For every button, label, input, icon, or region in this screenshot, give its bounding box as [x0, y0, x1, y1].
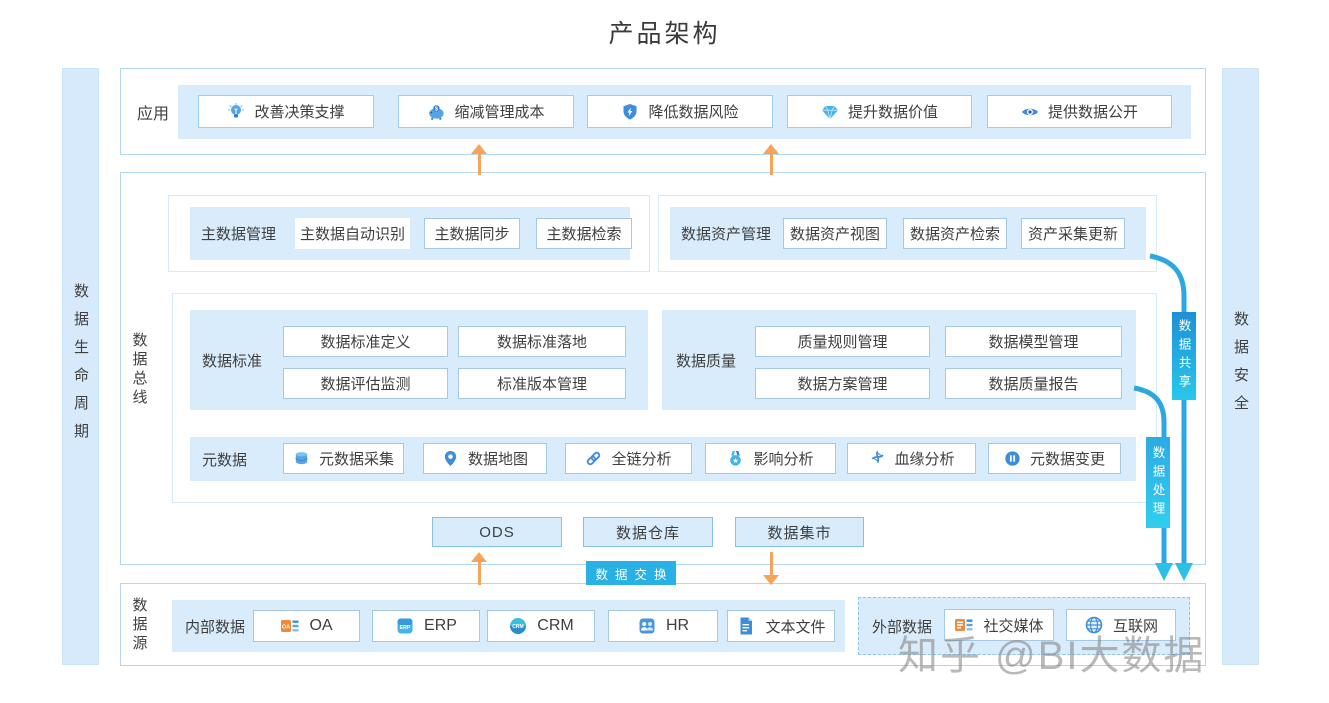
social-media-box: 社交媒体 [944, 609, 1054, 641]
down-arrow-bottom [763, 552, 779, 585]
ods-box: ODS [432, 517, 562, 547]
data-map-box: 数据地图 [423, 443, 547, 474]
metadata-collect-box: 元数据采集 [283, 443, 404, 474]
svg-text:OA: OA [282, 625, 290, 631]
data-exchange-badge: 数据交换 [586, 561, 676, 585]
external-data-label: 外部数据 [872, 618, 933, 636]
increase-data-value-button: 提升数据价值 [787, 95, 972, 128]
svg-text:$: $ [435, 106, 438, 112]
master-data-label: 主数据管理 [201, 226, 277, 243]
data-security-bar: 数据安全 [1222, 68, 1259, 665]
map-pin-icon [444, 450, 457, 467]
data-plan-box: 数据方案管理 [755, 368, 930, 399]
share-arrowhead [1175, 563, 1193, 581]
metadata-label: 元数据 [202, 451, 248, 469]
reduce-management-cost-button: $ 缩减管理成本 [398, 95, 574, 128]
asset-collect-update-box: 资产采集更新 [1021, 218, 1125, 249]
lightbulb-icon [228, 102, 245, 117]
svg-text:★: ★ [733, 456, 739, 465]
svg-text:CRM: CRM [513, 624, 524, 630]
crm-icon: CRM [510, 618, 527, 634]
standard-version-box: 标准版本管理 [458, 368, 626, 399]
oa-icon: OA [281, 620, 299, 632]
master-search-box: 主数据检索 [536, 218, 632, 249]
text-file-icon [740, 617, 753, 635]
quality-rule-box: 质量规则管理 [755, 326, 930, 357]
standard-landing-box: 数据标准落地 [458, 326, 626, 357]
metadata-change-box: 元数据变更 [988, 443, 1121, 474]
lineage-analysis-box: 血缘分析 [847, 443, 976, 474]
internal-data-label: 内部数据 [185, 618, 246, 636]
hr-box: HR [608, 610, 718, 642]
asset-view-box: 数据资产视图 [783, 218, 887, 249]
data-lifecycle-label: 数据生命周期 [72, 282, 89, 451]
impact-analysis-box: ★ 影响分析 [705, 443, 836, 474]
data-mart-box: 数据集市 [735, 517, 864, 547]
hr-icon [639, 618, 655, 634]
svg-text:ERP: ERP [400, 625, 411, 631]
dna-icon [871, 450, 885, 464]
data-warehouse-box: 数据仓库 [583, 517, 713, 547]
text-file-box: 文本文件 [727, 610, 835, 642]
erp-box: ERP ERP [372, 610, 480, 642]
pause-circle-icon [1005, 451, 1020, 466]
standard-define-box: 数据标准定义 [283, 326, 448, 357]
master-auto-identify-box: 主数据自动识别 [295, 218, 410, 249]
internet-box: 互联网 [1066, 609, 1176, 641]
application-label: 应用 [137, 106, 170, 123]
globe-icon [1085, 616, 1103, 634]
data-process-flow-badge: 数据处理 [1146, 437, 1170, 528]
app-item-label: 提升数据价值 [847, 104, 938, 121]
data-quality-label: 数据质量 [676, 352, 737, 370]
data-standard-label: 数据标准 [202, 352, 263, 370]
medal-icon: ★ [730, 450, 742, 466]
app-item-label: 降低数据风险 [648, 104, 739, 121]
crm-box: CRM CRM [487, 610, 595, 642]
watermark: 知乎 @BI大数据 [898, 634, 1206, 678]
chain-link-icon [587, 451, 601, 466]
data-bus-label: 数据总线 [130, 332, 148, 408]
standard-evaluate-box: 数据评估监测 [283, 368, 448, 399]
master-sync-box: 主数据同步 [424, 218, 520, 249]
asset-search-box: 数据资产检索 [903, 218, 1007, 249]
page-title: 产品架构 [608, 20, 721, 48]
shield-lightning-icon [623, 103, 637, 119]
data-security-label: 数据安全 [1232, 310, 1249, 423]
improve-decision-support-button: 改善决策支撑 [198, 95, 374, 128]
data-lifecycle-bar: 数据生命周期 [62, 68, 99, 665]
piggy-bank-icon: $ [429, 104, 445, 120]
data-model-box: 数据模型管理 [945, 326, 1122, 357]
app-item-label: 缩减管理成本 [454, 104, 545, 121]
data-source-label: 数据源 [130, 596, 148, 654]
oa-box: OA OA [253, 610, 360, 642]
full-chain-analysis-box: 全链分析 [565, 443, 692, 474]
diamond-icon [821, 105, 838, 119]
app-item-label: 提供数据公开 [1047, 104, 1138, 121]
provide-data-openness-button: 提供数据公开 [987, 95, 1172, 128]
up-arrow-right-top [763, 144, 779, 175]
database-icon [295, 452, 308, 465]
up-arrow-left-top [471, 144, 487, 175]
data-share-flow-badge: 数据共享 [1172, 312, 1196, 400]
eye-icon [1021, 108, 1038, 115]
up-arrow-bottom [471, 552, 487, 585]
app-item-label: 改善决策支撑 [254, 104, 345, 121]
quality-report-box: 数据质量报告 [945, 368, 1122, 399]
process-arrowhead [1155, 563, 1173, 581]
data-asset-label: 数据资产管理 [681, 226, 772, 243]
erp-icon: ERP [397, 618, 413, 634]
social-media-icon [955, 619, 973, 631]
reduce-data-risk-button: 降低数据风险 [587, 95, 773, 128]
